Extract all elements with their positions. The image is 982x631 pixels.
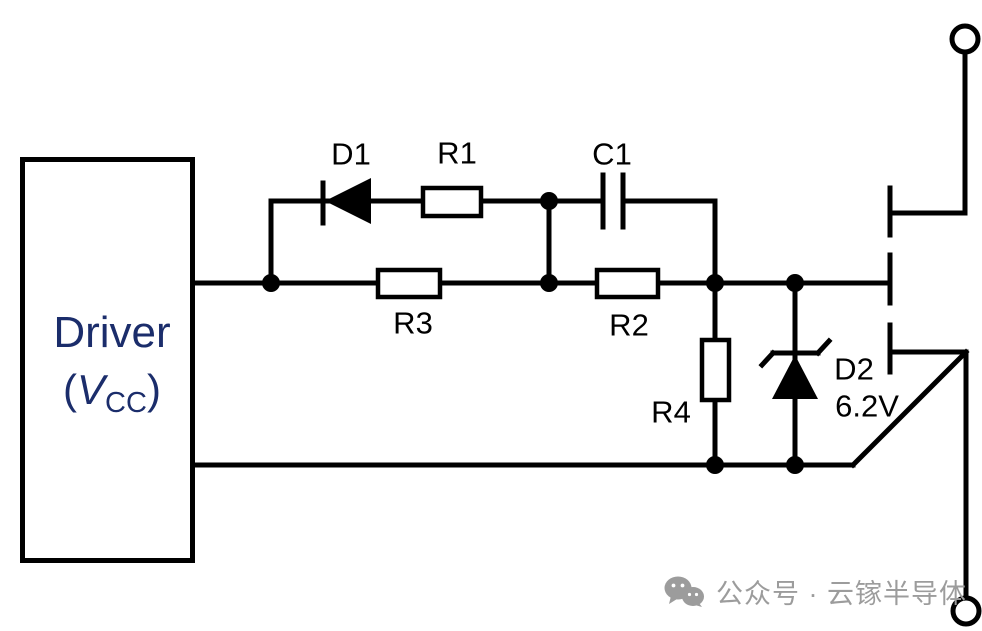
r4-resistor-body	[699, 337, 732, 403]
label-d2: D2	[834, 351, 874, 387]
vcc-paren-close: )	[146, 365, 161, 413]
c1-capacitor-symbol	[600, 172, 626, 230]
label-r4: R4	[651, 394, 691, 430]
label-d2-voltage: 6.2V	[835, 388, 899, 424]
watermark-text: 公众号 · 云镓半导体	[716, 579, 967, 609]
vcc-v: V	[77, 365, 106, 413]
wechat-icon	[664, 576, 704, 607]
r3-resistor-body	[375, 267, 443, 300]
d2-anode-triangle	[772, 355, 818, 399]
r1-resistor-body	[420, 185, 484, 219]
wire-source-diagonal	[849, 348, 970, 469]
d1-diode-symbol	[320, 178, 371, 226]
junction-dots	[262, 192, 804, 474]
driver-vcc-line: (VCC)	[53, 362, 170, 422]
vcc-subscript: CC	[105, 386, 147, 419]
d2-zener-tick-right	[814, 337, 833, 357]
driver-title: Driver	[53, 307, 171, 357]
junction-dot	[540, 274, 558, 292]
terminal-top-circle	[949, 23, 981, 55]
junction-dot	[540, 192, 558, 210]
label-r3: R3	[393, 305, 433, 341]
mosfet-symbol	[887, 52, 969, 599]
label-r1: R1	[437, 135, 477, 171]
junction-dot	[706, 456, 724, 474]
junction-dot	[262, 274, 280, 292]
junction-dot	[786, 456, 804, 474]
label-r2: R2	[609, 307, 649, 343]
driver-block-label: Driver (VCC)	[53, 304, 170, 422]
d2-zener-symbol	[758, 337, 833, 399]
driver-box	[20, 157, 195, 563]
label-d1: D1	[331, 136, 371, 172]
d1-anode-triangle	[325, 178, 371, 224]
r2-resistor-body	[594, 267, 661, 300]
label-c1: C1	[592, 136, 632, 172]
junction-dot	[786, 274, 804, 292]
d2-zener-tick-left	[758, 349, 777, 369]
terminal-bottom-circle	[950, 595, 982, 627]
junction-dot	[706, 274, 724, 292]
vcc-paren-open: (	[63, 365, 78, 413]
watermark: 公众号 · 云镓半导体	[664, 572, 967, 611]
